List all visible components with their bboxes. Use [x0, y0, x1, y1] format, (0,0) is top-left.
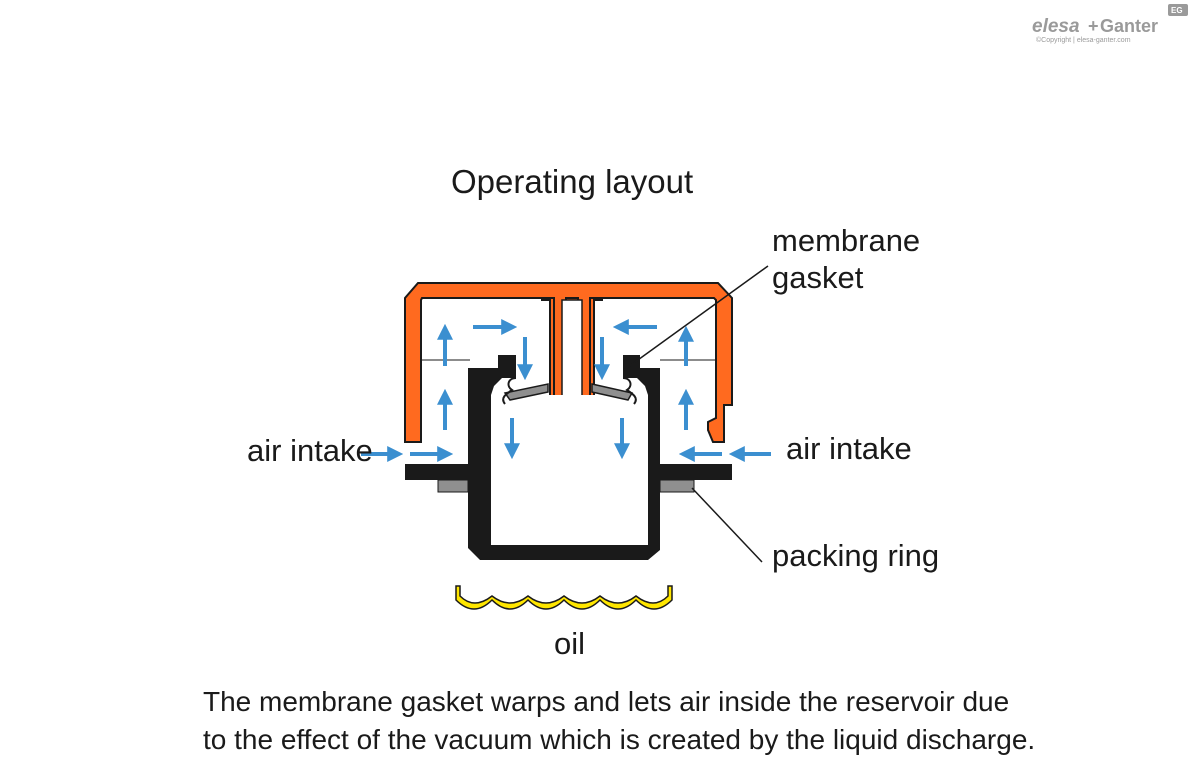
label-membrane-line2: gasket	[772, 260, 864, 295]
logo-brand-ganter: Ganter	[1100, 16, 1158, 36]
membrane-gasket-right	[591, 383, 634, 401]
packing-ring-leader-line	[691, 487, 763, 563]
packing-ring-right	[659, 479, 695, 493]
logo-badge	[1168, 4, 1188, 16]
logo-badge-text: EG	[1171, 6, 1183, 15]
diagram-title: Operating layout	[451, 163, 693, 200]
reservoir-inner	[491, 430, 648, 545]
logo-brand-plus: +	[1088, 16, 1099, 36]
membrane-leader-line	[623, 265, 769, 371]
logo-copyright: ©Copyright | elesa-ganter.com	[1036, 36, 1131, 44]
flange-left	[405, 464, 468, 480]
membrane-gasket-left	[503, 383, 549, 401]
reservoir-body	[468, 355, 660, 560]
logo-brand-elesa: elesa	[1032, 16, 1080, 37]
oil-surface	[455, 585, 673, 610]
label-membrane-line1: membrane	[772, 223, 920, 258]
packing-ring-left	[437, 479, 469, 493]
air-flow-arrows	[361, 319, 771, 462]
label-oil: oil	[554, 626, 585, 661]
label-packing-ring: packing ring	[772, 538, 939, 573]
label-air-intake-right: air intake	[786, 431, 912, 466]
membrane-gasket-left-curl	[502, 377, 517, 405]
caption-line2: to the effect of the vacuum which is cre…	[203, 724, 1035, 755]
reservoir-inner-top	[491, 395, 648, 435]
membrane-gasket-right-curl	[622, 377, 637, 405]
flange-right	[660, 464, 732, 480]
caption-line1: The membrane gasket warps and lets air i…	[203, 686, 1009, 717]
label-air-intake-left: air intake	[247, 433, 373, 468]
elesa-ganter-logo: elesa + Ganter EG ©Copyright | elesa-gan…	[1032, 4, 1188, 44]
